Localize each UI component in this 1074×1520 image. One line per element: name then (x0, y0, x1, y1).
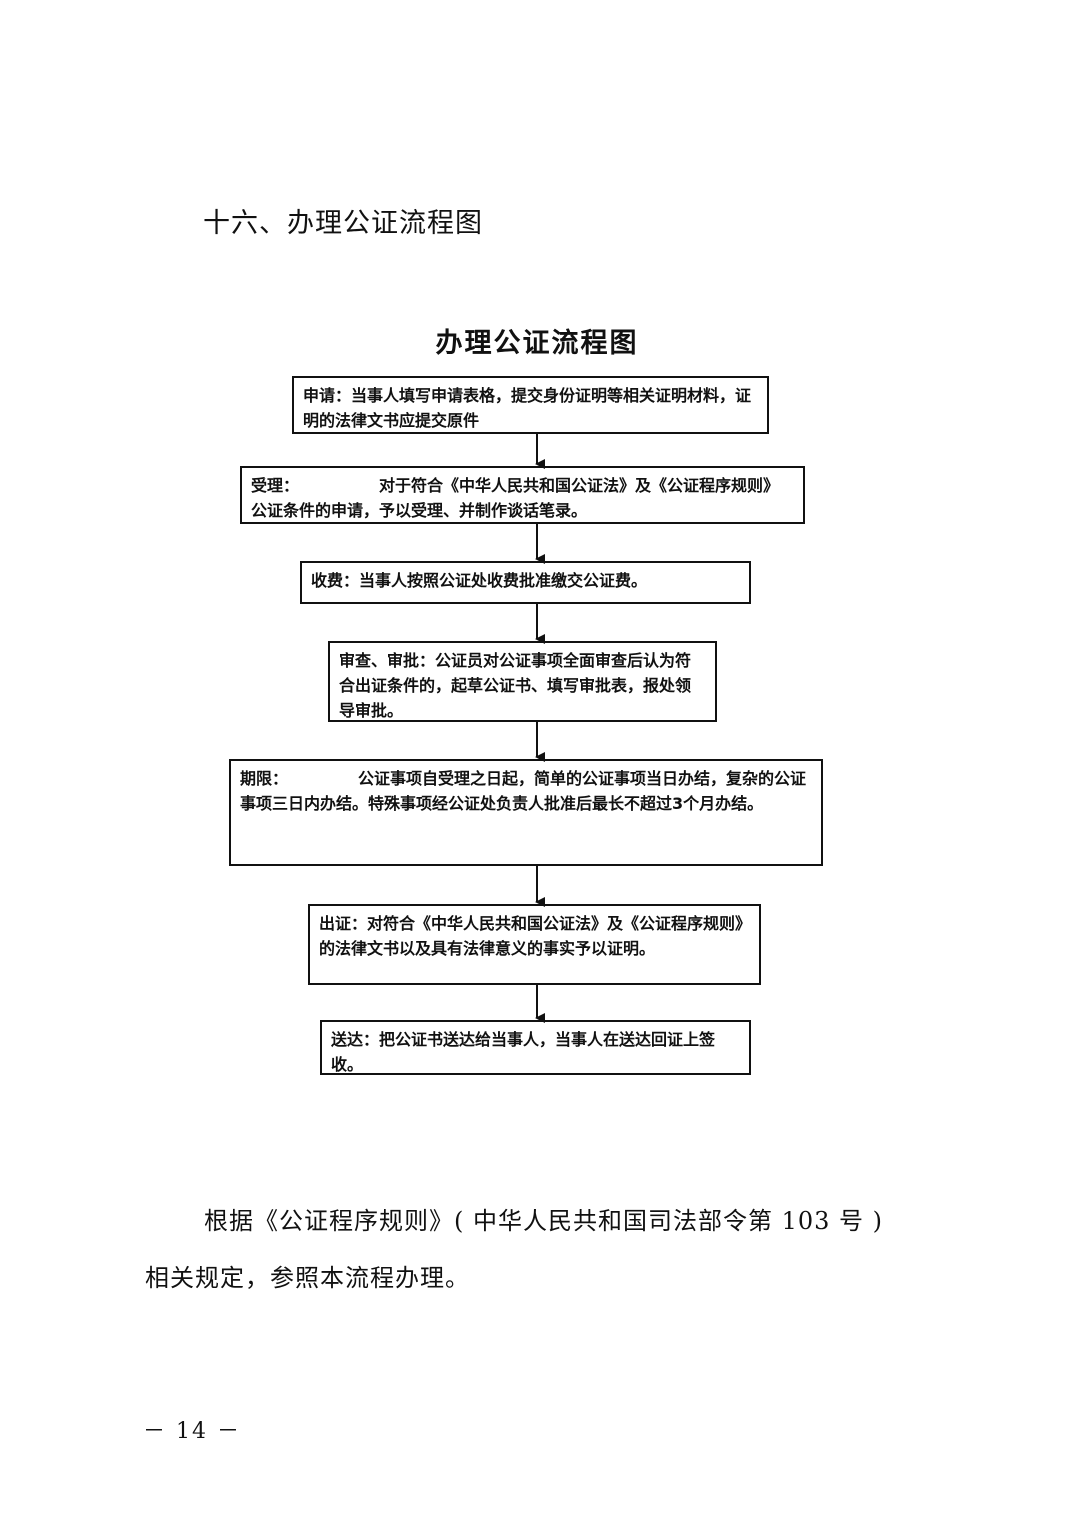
page-number: － 14 － (143, 1419, 241, 1444)
step-text: 对于符合《中华人民共和国公证法》及《公证程序规则》公证条件的申请，予以受理、并制… (251, 476, 780, 520)
step-text: 公证员对公证事项全面审查后认为符合出证条件的，起草公证书、填写审批表，报处领导审… (339, 651, 692, 720)
step-label: 申请： (303, 386, 352, 405)
paragraph-line-2: 相关规定，参照本流程办理。 (145, 1264, 470, 1292)
section-heading: 十六、办理公证流程图 (203, 208, 483, 239)
flowchart-title: 办理公证流程图 (435, 328, 639, 359)
step-accept: 受理：对于符合《中华人民共和国公证法》及《公证程序规则》公证条件的申请，予以受理… (240, 466, 805, 524)
step-label: 期限： (240, 769, 289, 788)
step-text: 对符合《中华人民共和国公证法》及《公证程序规则》的法律文书以及具有法律意义的事实… (319, 914, 744, 958)
paragraph-line-1: 根据《公证程序规则》( 中华人民共和国司法部令第 103 号 ) (204, 1207, 884, 1235)
step-apply: 申请：当事人填写申请表格，提交身份证明等相关证明材料，证明的法律文书应提交原件 (292, 376, 769, 434)
step-label: 审查、审批： (339, 651, 436, 670)
step-review: 审查、审批：公证员对公证事项全面审查后认为符合出证条件的，起草公证书、填写审批表… (328, 641, 717, 722)
step-label: 出证： (319, 914, 368, 933)
step-label: 送达： (331, 1030, 380, 1049)
step-fee: 收费：当事人按照公证处收费批准缴交公证费。 (300, 561, 751, 604)
step-issue: 出证：对符合《中华人民共和国公证法》及《公证程序规则》的法律文书以及具有法律意义… (308, 904, 761, 985)
step-text: 当事人按照公证处收费批准缴交公证费。 (359, 571, 648, 590)
step-text: 把公证书送达给当事人，当事人在送达回证上签收。 (331, 1030, 716, 1074)
step-deadline: 期限：公证事项自受理之日起，简单的公证事项当日办结，复杂的公证事项三日内办结。特… (229, 759, 823, 866)
step-text: 公证事项自受理之日起，简单的公证事项当日办结，复杂的公证事项三日内办结。特殊事项… (240, 769, 807, 813)
step-text: 当事人填写申请表格，提交身份证明等相关证明材料，证明的法律文书应提交原件 (303, 386, 752, 430)
step-label: 受理： (251, 476, 300, 495)
step-label: 收费： (311, 571, 360, 590)
step-deliver: 送达：把公证书送达给当事人，当事人在送达回证上签收。 (320, 1020, 751, 1075)
